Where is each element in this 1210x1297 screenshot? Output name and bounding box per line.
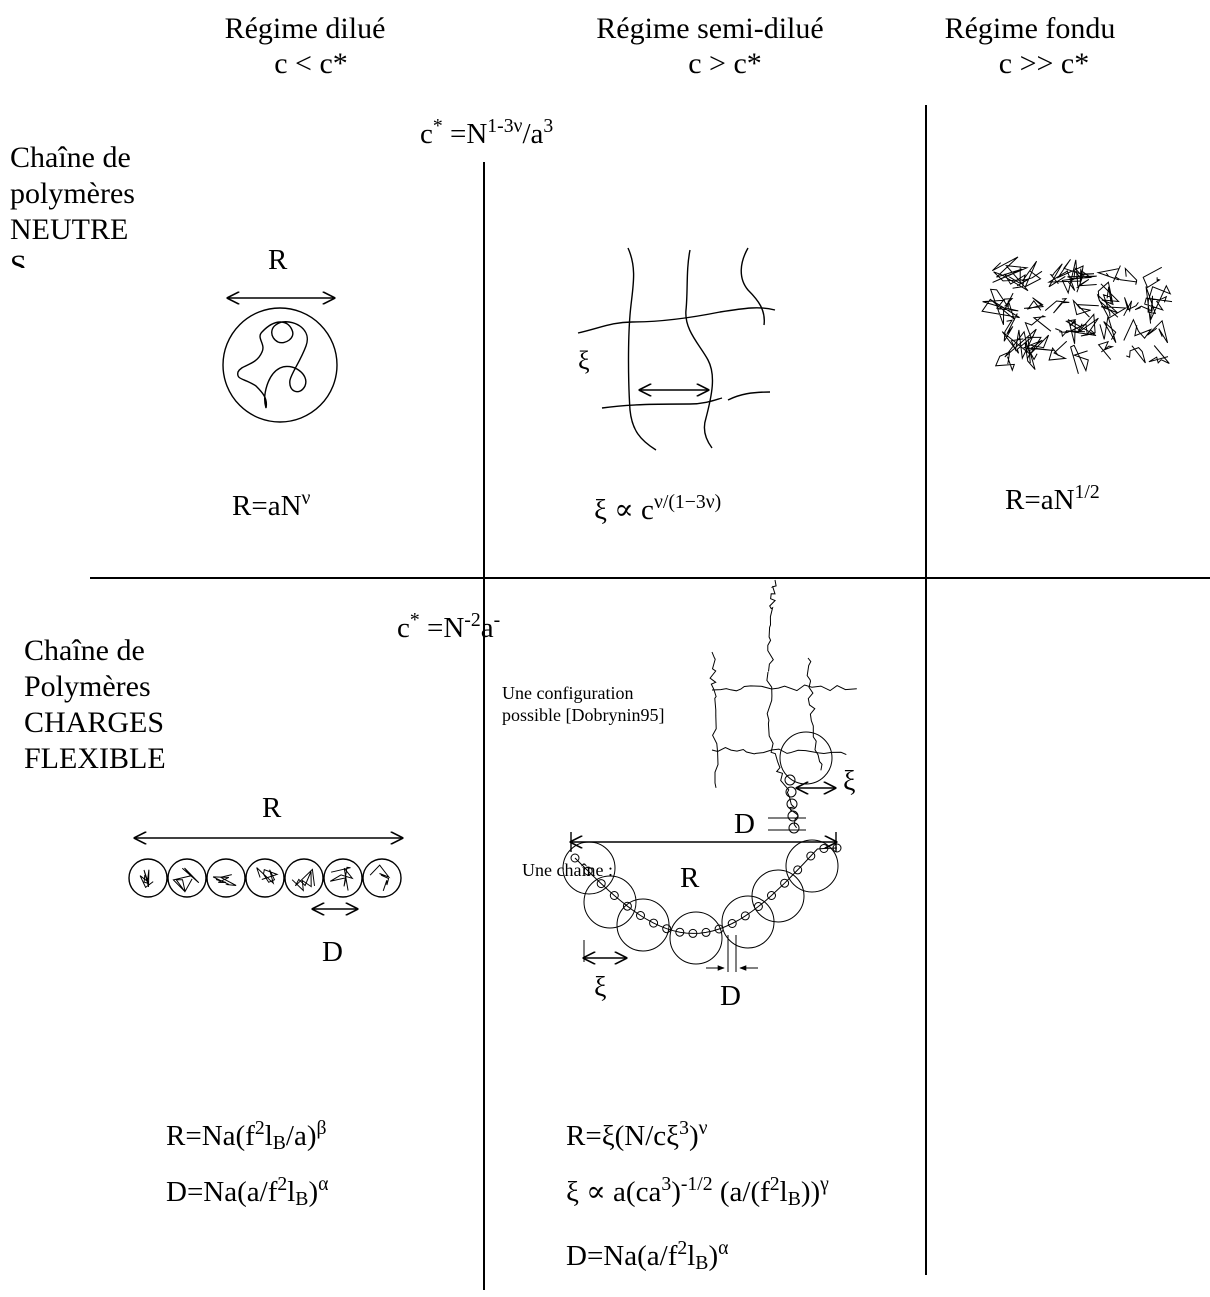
electrostatic-blob (662, 924, 672, 934)
blob-chain-segment (256, 867, 279, 885)
electrostatic-blob (753, 902, 763, 911)
blob-chain-segment (139, 869, 154, 889)
correlation-blob (616, 898, 670, 952)
blob-chain-semidilute (562, 839, 842, 965)
xi-label-semidilute: ξ (578, 346, 590, 375)
cstar-neutral-formula: c* =N1-3ν/a3 (420, 115, 554, 150)
correlation-blob (779, 731, 833, 785)
R-label-dilute-neutral: R (268, 244, 288, 276)
blob-chain-segment (291, 868, 315, 892)
electrostatic-blob (675, 927, 685, 937)
electrostatic-blob (609, 891, 619, 900)
electrostatic-blob (788, 822, 800, 834)
network-chain-strand (711, 684, 857, 692)
chain-backbone (574, 847, 838, 934)
electrostatic-blob (206, 858, 246, 898)
electrostatic-blob (727, 919, 737, 928)
electrostatic-blob (819, 844, 829, 853)
semidilute-mesh (577, 247, 776, 451)
electrostatic-blob (323, 858, 363, 898)
formula-semidilute-charged-R: R=ξ(N/cξ3)ν (566, 1117, 708, 1152)
xi-label-chain: ξ (594, 972, 607, 1003)
electrostatic-blob (570, 853, 580, 863)
correlation-blob (562, 841, 616, 895)
xi-label-network: ξ (843, 766, 856, 797)
blob-chain-segment (172, 867, 200, 893)
formula-semidilute-charged-xi: ξ ∝ a(ca3)-1/2 (a/(f2lB))γ (566, 1173, 829, 1210)
R-label-chain: R (680, 862, 700, 894)
network-chain-strand (709, 651, 719, 788)
electrostatic-blob (583, 866, 593, 876)
correlation-blob (785, 839, 839, 893)
network-chain-strand (711, 746, 847, 756)
electrostatic-blob (714, 924, 724, 934)
column-header-dilute: Régime dilué c < c* (224, 12, 386, 80)
column-header-melt: Régime fondu c >> c* (944, 12, 1116, 80)
electrostatic-blob (128, 858, 168, 898)
electrostatic-blob (793, 865, 803, 875)
blob-chain-dilute-charged (128, 858, 402, 898)
formula-semidilute-neutral: ξ ∝ cν/(1−3ν) (594, 491, 722, 526)
electrostatic-blob (787, 810, 799, 822)
blob-chain-segment (369, 864, 391, 892)
network-chain-strand (767, 579, 777, 672)
electrostatic-blob (786, 798, 798, 810)
blob-chain-segment (212, 874, 237, 886)
column-header-semidilute: Régime semi-dilué c > c* (596, 12, 824, 80)
electrostatic-blob (784, 774, 796, 786)
row-label-charged: Chaîne de Polymères CHARGES FLEXIBLE (24, 634, 166, 775)
coil-in-circle-dilute-neutral (222, 307, 338, 423)
formula-dilute-charged-R: R=Na(f2lB/a)β (166, 1117, 327, 1154)
charged-network-configuration (709, 579, 857, 834)
chain-caption: Une chaîne : (522, 860, 613, 880)
electrostatic-blob (362, 858, 402, 898)
config-caption: Une configuration possible [Dobrynin95] (502, 683, 665, 725)
R-label-dilute-charged: R (262, 792, 282, 824)
D-marker-chain (706, 935, 758, 972)
electrostatic-blob (740, 911, 750, 921)
formula-melt-neutral: R=aN1/2 (1005, 481, 1100, 516)
electrostatic-blob (284, 858, 324, 898)
cstar-charged-formula: c* =N-2a- (397, 609, 501, 644)
electrostatic-blob (622, 901, 632, 911)
formula-dilute-neutral: R=aNν (232, 487, 311, 522)
electrostatic-blob (167, 858, 207, 898)
blob-chain-segment (329, 866, 354, 891)
electrostatic-blob (245, 858, 285, 898)
electrostatic-blob (596, 879, 606, 889)
network-chain-strand (806, 657, 823, 771)
melt-entangled-chains (981, 256, 1173, 374)
electrostatic-blob (636, 911, 645, 920)
row-label-neutral: Chaîne de polymères NEUTRE S (10, 141, 135, 268)
correlation-blob (751, 869, 805, 923)
formula-dilute-charged-D: D=Na(a/f2lB)α (166, 1173, 329, 1210)
electrostatic-blob (649, 918, 659, 928)
electrostatic-blob (780, 878, 790, 888)
electrostatic-blob (701, 927, 711, 937)
D-label-network: D (734, 808, 755, 840)
D-label-chain: D (720, 980, 741, 1012)
D-marker-network (768, 817, 806, 831)
correlation-blob (669, 911, 723, 965)
D-label-dilute-charged: D (322, 936, 343, 968)
electrostatic-blob (806, 851, 816, 861)
network-chain-strand (766, 671, 799, 829)
correlation-blob (583, 875, 637, 929)
electrostatic-blob (688, 928, 698, 938)
electrostatic-blob (832, 843, 842, 853)
correlation-blob (721, 895, 775, 949)
formula-semidilute-charged-D: D=Na(a/f2lB)α (566, 1237, 729, 1274)
electrostatic-blob (767, 891, 776, 900)
